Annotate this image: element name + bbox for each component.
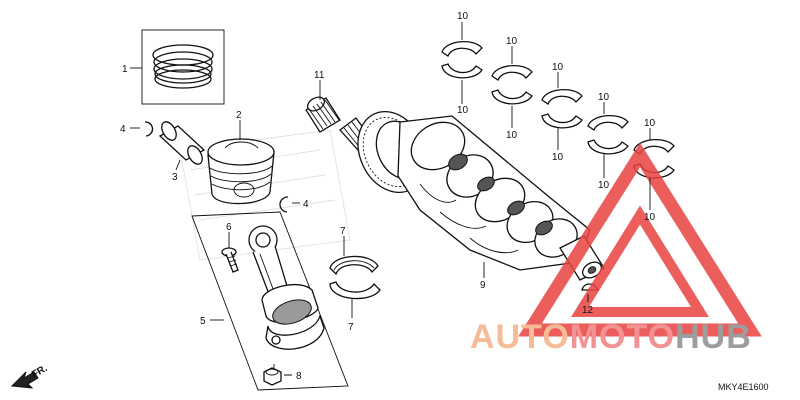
callout-8: 8 <box>296 371 302 382</box>
callout-10-a: 10 <box>457 11 469 22</box>
front-label: FR. <box>30 363 50 381</box>
watermark-text: AUTOMOTOHUB <box>470 318 752 356</box>
diagram-code: MKY4E1600 <box>718 382 769 392</box>
watermark-logo: AUTOMOTOHUB <box>470 142 762 356</box>
piston[interactable] <box>207 138 275 205</box>
front-direction-indicator: FR. <box>10 363 50 389</box>
main-bearing-pair-3[interactable] <box>541 89 583 129</box>
ring-set-frame <box>141 29 225 105</box>
watermark-auto: AUTO <box>470 318 570 356</box>
callout-numbers: 1 2 3 4 4 5 6 7 7 8 9 10 10 10 10 10 10 … <box>120 11 656 382</box>
callout-4-left: 4 <box>120 124 126 135</box>
connecting-rod[interactable] <box>248 225 319 329</box>
leader-lines <box>130 22 651 376</box>
callout-10-j: 10 <box>644 212 656 223</box>
callout-2: 2 <box>236 110 242 121</box>
conrod-assembly-frame <box>191 211 349 391</box>
piston-pin-clip-left[interactable] <box>144 121 154 137</box>
piston-pin[interactable] <box>158 119 206 166</box>
main-bearing-pair-2[interactable] <box>491 65 533 105</box>
callout-4-right: 4 <box>303 199 309 210</box>
crankpin-bearing-upper[interactable] <box>329 255 379 276</box>
callout-10-f: 10 <box>552 152 564 163</box>
callout-10-i: 10 <box>644 118 656 129</box>
conrod-cap[interactable] <box>265 313 325 350</box>
callout-12: 12 <box>582 305 594 316</box>
callout-1: 1 <box>122 64 128 75</box>
callout-10-e: 10 <box>552 62 564 73</box>
callout-10-g: 10 <box>598 92 610 103</box>
piston-pin-clip-right[interactable] <box>279 196 289 213</box>
watermark-triangle <box>518 142 762 337</box>
callout-10-b: 10 <box>457 105 469 116</box>
callout-10-d: 10 <box>506 130 518 141</box>
callout-5: 5 <box>200 316 206 327</box>
callout-10-c: 10 <box>506 36 518 47</box>
crankpin-bearing-lower[interactable] <box>329 281 381 300</box>
callout-11: 11 <box>314 70 325 81</box>
watermark-hub: HUB <box>675 318 752 356</box>
front-arrow-icon <box>10 371 39 389</box>
callout-7-lower: 7 <box>348 322 354 333</box>
crankshaft[interactable] <box>339 100 605 281</box>
needle-bearing[interactable] <box>305 94 341 133</box>
main-bearing-pair-4[interactable] <box>587 115 629 155</box>
conrod-nut[interactable] <box>263 367 282 386</box>
callout-3: 3 <box>172 172 178 183</box>
watermark-moto: MOTO <box>570 318 675 356</box>
main-bearing-pair-1[interactable] <box>441 41 483 79</box>
callout-6: 6 <box>226 222 232 233</box>
callout-7-upper: 7 <box>340 226 346 237</box>
callout-10-h: 10 <box>598 180 610 191</box>
conrod-bolt[interactable] <box>221 247 239 273</box>
piston-ring-set[interactable] <box>141 29 225 105</box>
callout-9: 9 <box>480 280 486 291</box>
